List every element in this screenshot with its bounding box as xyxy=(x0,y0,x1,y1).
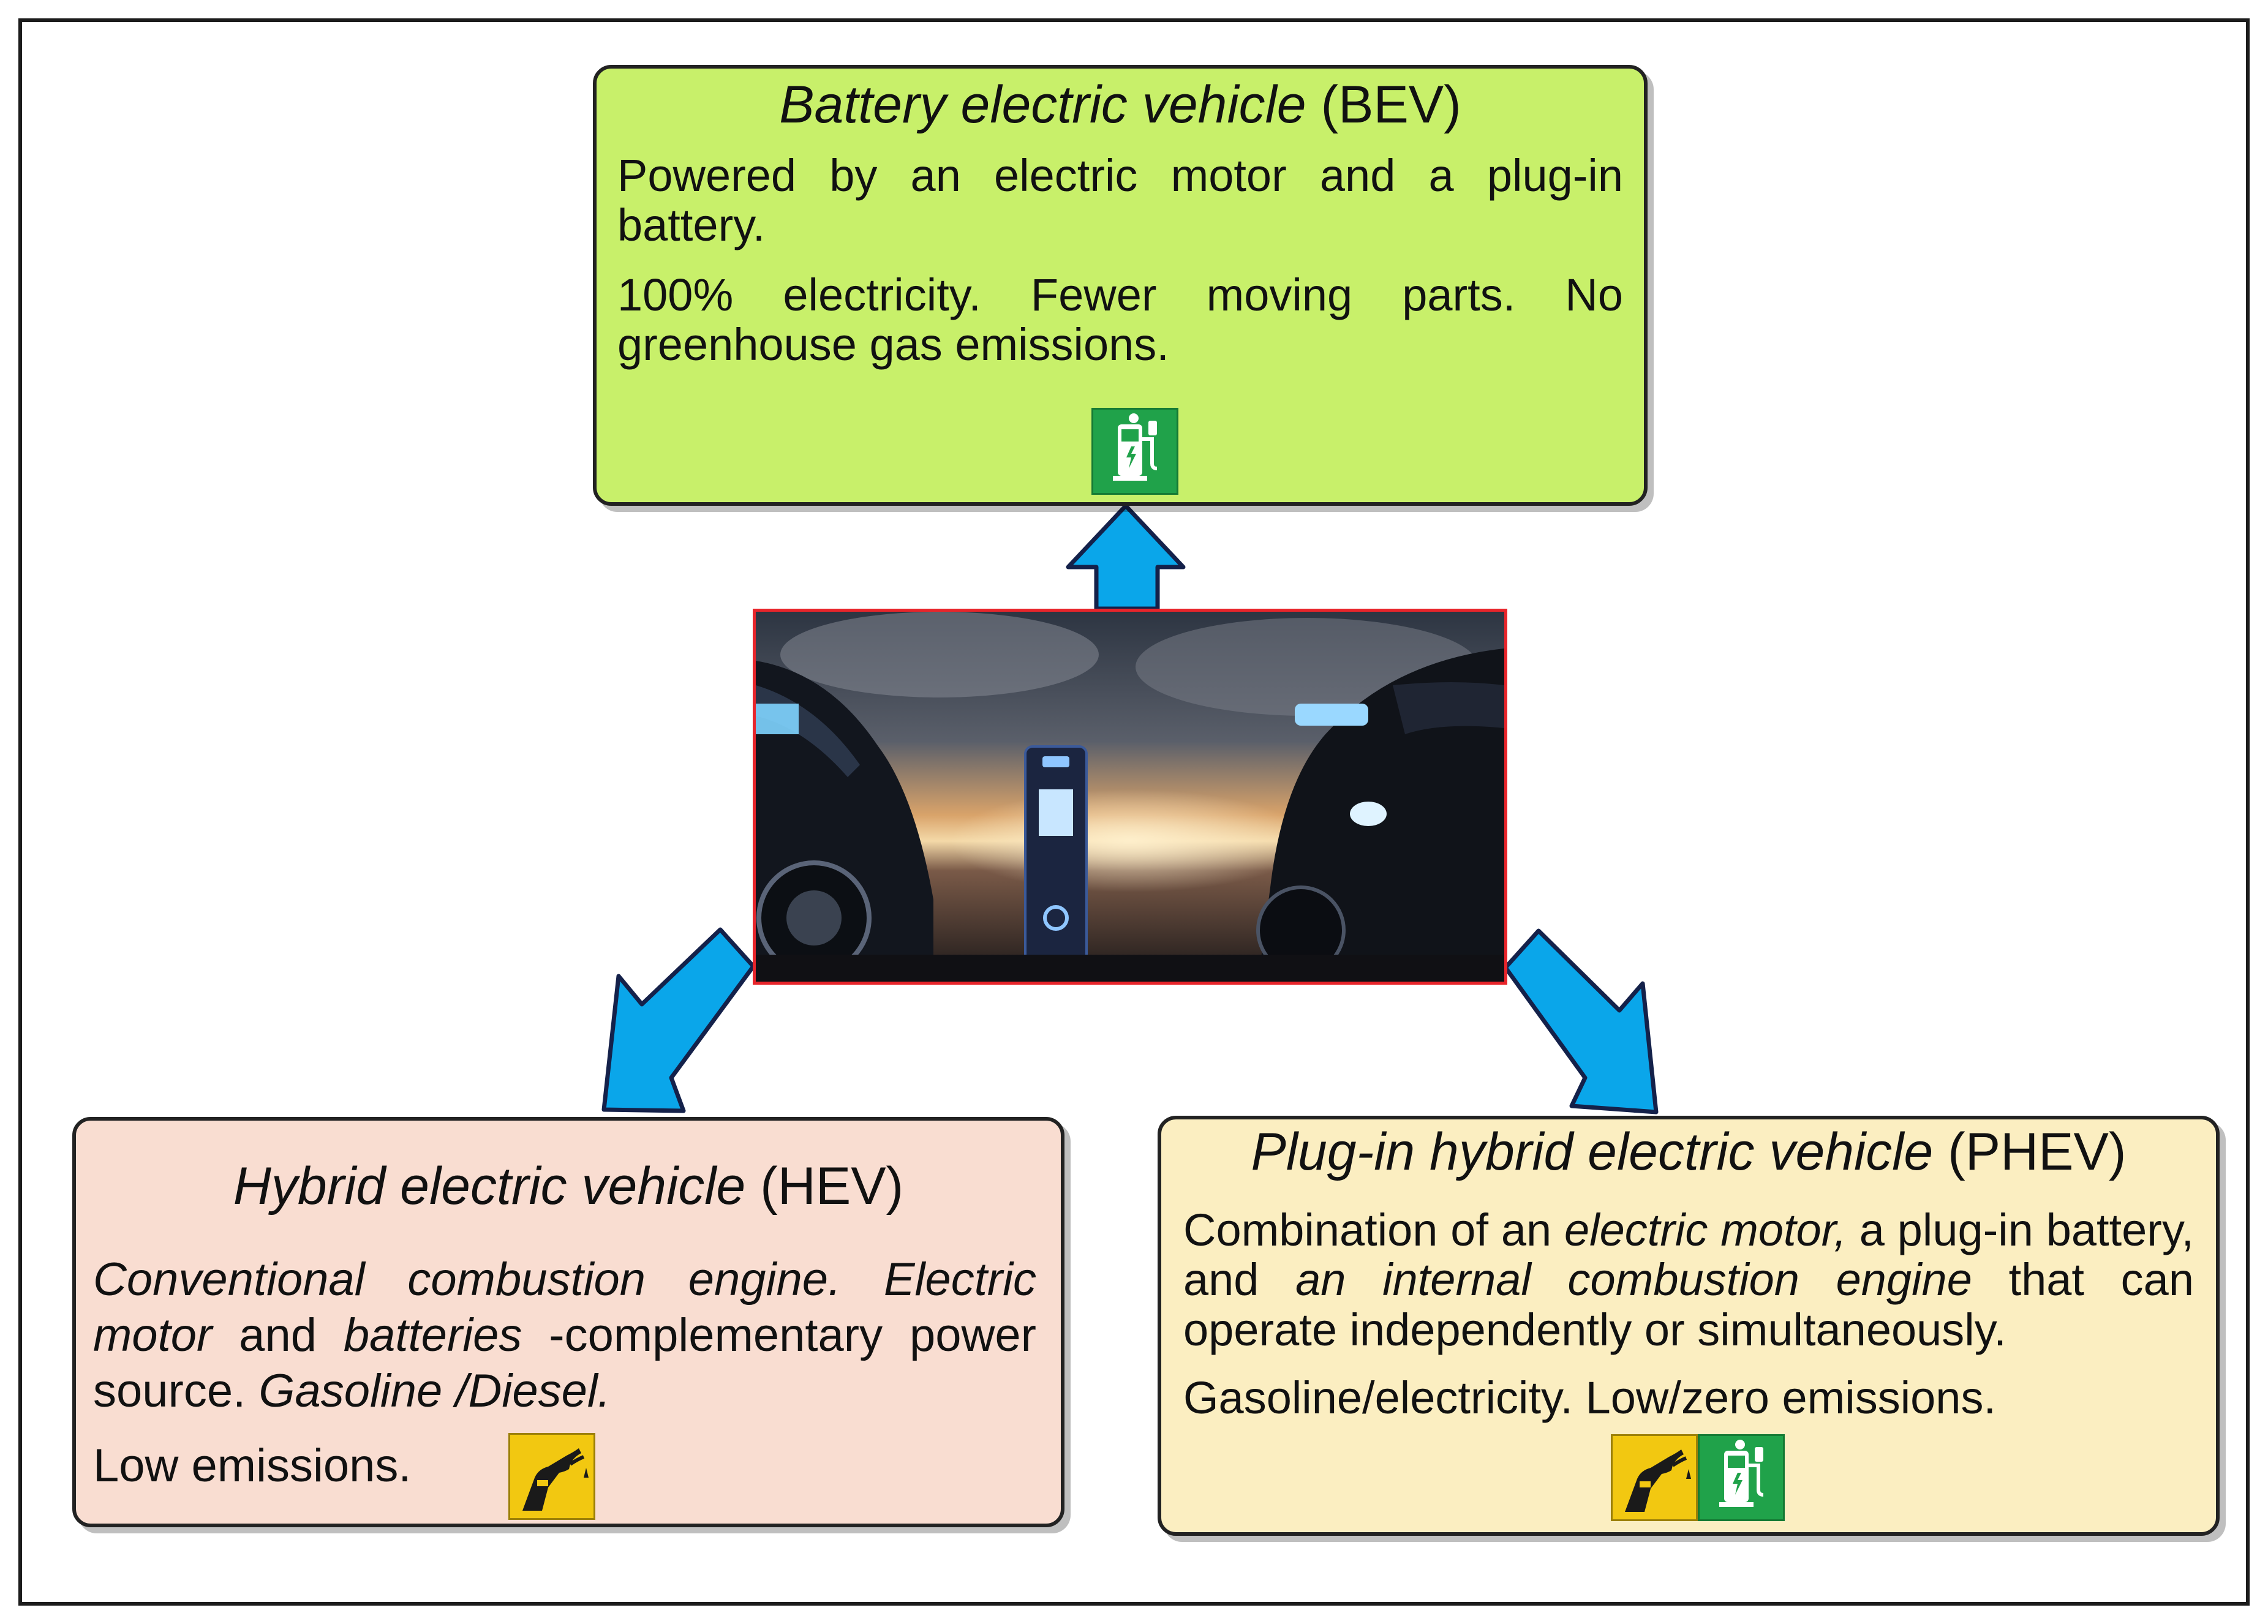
bev-text-powered: Powered by an electric motor and a plug-… xyxy=(617,150,1623,251)
hev-card: Hybrid electric vehicle (HEV) Convention… xyxy=(72,1117,1064,1527)
hev-text-engine: Conventional combustion engine. Electric… xyxy=(93,1254,1036,1418)
hev-description: Conventional combustion engine. Electric… xyxy=(93,1252,1036,1494)
bev-title-name: Battery electric vehicle xyxy=(779,75,1306,134)
phev-title-abbr: (PHEV) xyxy=(1948,1122,2127,1181)
hev-title-abbr: (HEV) xyxy=(760,1157,904,1216)
ev-charger-icon xyxy=(1091,408,1178,495)
arrow-to-hev xyxy=(601,927,756,1113)
fuel-pump-icon xyxy=(508,1433,595,1520)
phev-title: Plug-in hybrid electric vehicle (PHEV) xyxy=(1161,1126,2216,1178)
hev-title: Hybrid electric vehicle (HEV) xyxy=(76,1160,1061,1212)
phev-card: Plug-in hybrid electric vehicle (PHEV) C… xyxy=(1158,1116,2220,1536)
ev-charger-icon xyxy=(1698,1434,1785,1521)
bev-text-electricity: 100% electricity. Fewer moving parts. No… xyxy=(617,269,1623,370)
hev-text-emissions: Low emissions. xyxy=(93,1439,412,1492)
bev-title: Battery electric vehicle (BEV) xyxy=(597,78,1644,131)
arrow-up-to-bev xyxy=(1066,503,1186,611)
bev-card: Battery electric vehicle (BEV) Powered b… xyxy=(593,65,1648,506)
phev-text-fuel: Gasoline/electricity. Low/zero emissions… xyxy=(1183,1372,1997,1424)
arrow-to-phev xyxy=(1503,928,1659,1115)
diagram-frame xyxy=(18,18,2250,1606)
electric-cars-charging-photo xyxy=(753,609,1507,985)
fuel-pump-icon xyxy=(1611,1434,1698,1521)
bev-description: Powered by an electric motor and a plug-… xyxy=(617,151,1623,370)
phev-title-name: Plug-in hybrid electric vehicle xyxy=(1251,1122,1934,1181)
phev-description: Combination of an electric motor, a plug… xyxy=(1183,1205,2194,1423)
hev-title-name: Hybrid electric vehicle xyxy=(233,1157,746,1216)
bev-title-abbr: (BEV) xyxy=(1320,75,1461,134)
phev-text-combination: Combination of an electric motor, a plug… xyxy=(1183,1205,2195,1355)
